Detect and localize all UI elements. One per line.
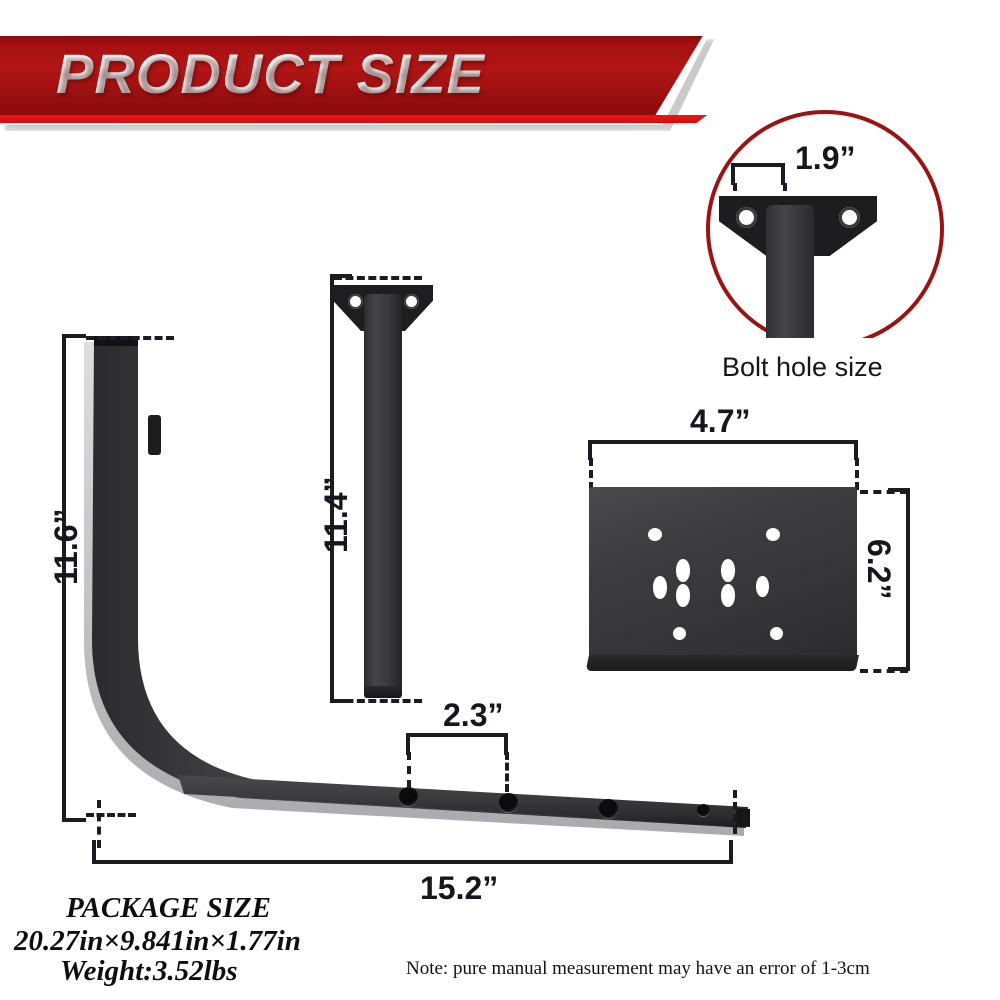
plate-height-dim-line	[906, 488, 910, 671]
plate-slot-cluster-mid-upper-left	[676, 559, 690, 582]
product-size-banner: PRODUCT SIZE	[0, 33, 740, 131]
callout-clip-mask	[708, 338, 942, 352]
arm-hole-3	[599, 799, 618, 818]
package-weight: Weight:3.52lbs	[60, 955, 238, 987]
arm-hole-2	[499, 793, 518, 812]
plate-slot-cluster-mid-lower-right	[721, 584, 735, 607]
arm-hole-4	[697, 804, 710, 816]
plate-hole-bottom-left	[673, 627, 686, 640]
callout-bolt-hole-left	[736, 207, 757, 228]
arm-hole-1	[399, 787, 418, 806]
height-ext-bottom-v	[97, 800, 101, 848]
plate-slot-cluster-mid-upper-right	[721, 559, 735, 582]
hole-spacing-label: 2.3”	[443, 697, 504, 733]
plate-slot-cluster-left	[653, 576, 667, 599]
hole-spacing-ext-left	[407, 752, 411, 788]
plate-height-ext-top	[860, 490, 908, 494]
height-tick-top	[62, 334, 86, 338]
measurement-note: Note: pure manual measurement may have a…	[406, 958, 870, 979]
length-dim-line	[92, 860, 732, 864]
vbracket-tick-top	[330, 274, 352, 278]
plate-height-tick-top	[888, 488, 910, 492]
package-size-title: PACKAGE SIZE	[66, 892, 271, 924]
plate-width-label: 4.7”	[690, 403, 751, 439]
bolt-hole-dimension-label: 1.9”	[795, 140, 856, 176]
plate-width-tick-left	[588, 440, 592, 460]
main-bracket-height-label: 11.6”	[48, 508, 84, 585]
banner-accent-stripe	[0, 115, 708, 123]
callout-dim-tick-left	[731, 163, 735, 185]
hole-spacing-ext-right	[505, 752, 509, 792]
vbracket-ext-bottom	[334, 699, 422, 703]
main-bracket-length-label: 15.2”	[420, 870, 499, 906]
bracket-side-tab	[148, 415, 161, 455]
callout-ext-left	[733, 183, 737, 207]
plate-hole-top-left	[648, 528, 662, 541]
hole-spacing-tick-left	[406, 733, 410, 755]
page-title: PRODUCT SIZE	[56, 42, 485, 105]
vbracket-dim-line	[330, 274, 334, 703]
vbracket-bolt-hole-right	[404, 294, 419, 309]
height-dim-line	[62, 334, 66, 822]
callout-dim-tick-right	[781, 163, 785, 185]
plate-height-tick-bottom	[888, 667, 910, 671]
plate-width-ext-left	[589, 458, 593, 490]
vbracket-ext-top	[334, 276, 422, 280]
length-tick-right	[729, 840, 733, 864]
plate-width-ext-right	[855, 458, 859, 490]
plate-hole-bottom-right	[770, 627, 783, 640]
vbracket-tick-bottom	[330, 699, 352, 703]
banner-body	[0, 36, 703, 116]
length-tick-left	[92, 840, 96, 864]
bolt-hole-size-label: Bolt hole size	[722, 352, 883, 382]
height-ext-bottom	[86, 813, 136, 817]
plate-height-label: 6.2”	[861, 539, 897, 600]
hole-spacing-tick-right	[504, 733, 508, 755]
height-tick-bottom	[62, 818, 86, 822]
callout-ext-right	[783, 183, 787, 207]
package-dimensions: 20.27in×9.841in×1.77in	[14, 925, 301, 957]
plate-width-tick-right	[854, 440, 858, 460]
callout-bolt-hole-right	[839, 207, 860, 228]
vbracket-bar	[364, 294, 402, 696]
length-ext-right	[733, 790, 737, 834]
plate-hole-top-right	[766, 528, 780, 541]
hole-spacing-dim-line	[406, 733, 508, 737]
plate-slot-cluster-mid-lower-left	[676, 584, 690, 607]
vbracket-bar-foot	[364, 686, 402, 698]
callout-dim-line	[731, 163, 785, 167]
plate-width-dim-line	[588, 440, 858, 444]
plate-slot-cluster-right	[756, 576, 769, 597]
vbracket-bolt-hole-left	[348, 294, 363, 309]
callout-vertical-bar	[766, 205, 814, 345]
plate-height-ext-bottom	[860, 669, 908, 673]
height-ext-top	[86, 336, 174, 340]
